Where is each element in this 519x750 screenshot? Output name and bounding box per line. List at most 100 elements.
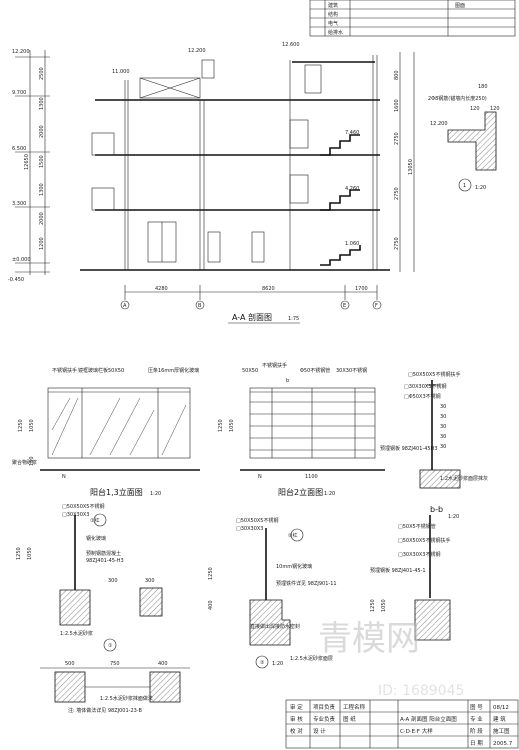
bbu-dim-5: 30 bbox=[440, 444, 446, 450]
tb-r2-c4: A-A 剖面图 阳台立面图 bbox=[400, 715, 457, 723]
detail1-scale: 1:20 bbox=[475, 185, 486, 191]
ring2-label-1: □50X50X5不锈钢 bbox=[236, 517, 278, 524]
ring1-label-1: □50X50X5不锈钢 bbox=[62, 503, 104, 510]
ring1-dim-1: 1250 bbox=[16, 547, 22, 560]
tb-r4-c5: 日 期 bbox=[470, 740, 483, 747]
header-row-3: 电气 bbox=[328, 20, 338, 27]
balc2-label-1: 50X50 bbox=[242, 368, 258, 374]
left-dim-4: 1500 bbox=[39, 155, 45, 168]
left-dim-3: 2000 bbox=[39, 125, 45, 138]
balc13-side-note: 聚合物砂浆 bbox=[12, 459, 37, 466]
section-aa-title: A-A 剖面图 bbox=[232, 312, 272, 322]
ring2-note-2: 预埋铁件详见 98ZJ901-11 bbox=[276, 580, 337, 587]
ring2-scale: 1:20 bbox=[272, 661, 283, 667]
elev-left-4: 3.300 bbox=[12, 201, 26, 207]
balc2-label-3: Φ50不锈钢管 bbox=[300, 367, 330, 374]
section-aa-drawing: 12.200 9.700 6.500 3.300 ±0.000 -0.450 1… bbox=[8, 42, 415, 324]
title-block: 审 定 项目负责 工程名称 图 号 08/12 审 核 专业负责 图 纸 A-A… bbox=[285, 699, 519, 749]
left-dim-7: 1200 bbox=[39, 237, 45, 250]
bb-dim-1: 1250 bbox=[370, 599, 376, 612]
tb-r2-c3: 图 纸 bbox=[343, 715, 356, 723]
bb-dim-2: 1050 bbox=[381, 599, 387, 612]
plan-note-2: 注: 墙体做法详见 98ZJ001-23-B bbox=[68, 707, 142, 714]
detail1-dim-1: 180 bbox=[478, 84, 488, 90]
ring2-note-1: 10mm钢化玻璃 bbox=[276, 563, 312, 570]
tb-r4-c6: 2005.7 bbox=[493, 741, 513, 747]
plan-note-1: 1:2.5水泥砂浆抹面做法 bbox=[100, 695, 153, 702]
ring2-dim-4: 400 bbox=[208, 600, 214, 610]
ring2-dim-1: 1250 bbox=[208, 567, 214, 580]
plan-dim-1: 500 bbox=[65, 661, 75, 667]
bb-title: b-b bbox=[430, 505, 443, 514]
ring1-mark: ①红 bbox=[90, 517, 99, 524]
balc13-label-3: 50X50 bbox=[108, 368, 124, 374]
balc13-dim-3: 150 bbox=[29, 456, 35, 466]
ring1-note-2: 预制钢筋混凝土 bbox=[86, 550, 121, 557]
ring2-bottom-note: 1:2.5水泥砂浆面层 bbox=[290, 655, 333, 662]
left-total-dim: 12650 bbox=[24, 154, 30, 170]
plan-dim-3: 400 bbox=[158, 661, 168, 667]
stair-elev-3: 1.060 bbox=[345, 241, 359, 247]
bbu-note: 预埋钢板 98ZJ401-45H3 bbox=[380, 445, 438, 452]
tb-r1-c6: 08/12 bbox=[493, 705, 509, 711]
balc2-label-4: 30X30不锈钢 bbox=[336, 367, 367, 374]
bbu-dim-1: 30 bbox=[440, 404, 446, 410]
tb-r1-c5: 图 号 bbox=[470, 703, 483, 711]
balc2-section: b bbox=[286, 378, 289, 384]
balc2-title: 阳台2立面图 bbox=[278, 487, 323, 497]
right-dim-1: 800 bbox=[394, 70, 400, 80]
balcony-13-elevation: 不锈钢扶手 镜框玻璃栏板 50X50 压条16mm厚钢化玻璃 1250 1050… bbox=[12, 367, 200, 497]
plan-dim-2: 750 bbox=[110, 661, 120, 667]
detail-ring-2: ②红 □50X50X5不锈钢 □30X30X3 1250 400 10mm钢化玻… bbox=[208, 517, 337, 669]
stair-elev-2: 4.260 bbox=[345, 186, 359, 192]
balc2-label-2: 不锈钢扶手 bbox=[262, 362, 287, 369]
balc2-scale: 1:20 bbox=[324, 491, 335, 497]
elev-left-2: 9.700 bbox=[12, 90, 26, 96]
right-dim-2: 1600 bbox=[394, 99, 400, 112]
bbu-label-1: □50X50X5不锈钢扶手 bbox=[408, 371, 460, 378]
bb-label-3: □30X30X3不锈钢 bbox=[398, 551, 440, 558]
detail-bb-upper: □50X50X5不锈钢扶手 □30X30X3不锈钢 □Φ50X3不锈钢 30 3… bbox=[380, 371, 488, 489]
watermark: 青模网 ID: 1689045 bbox=[318, 619, 464, 699]
ring1-bottom-note: 1:2.5水泥砂浆 bbox=[60, 630, 93, 637]
right-dim-5: 2750 bbox=[394, 187, 400, 200]
elev-left-1: 12.200 bbox=[12, 49, 30, 55]
bbu-bottom-note: 1:2水泥砂浆面层抹灰 bbox=[440, 475, 488, 482]
bb-note: 预埋钢板 98ZJ401-45-1 bbox=[370, 567, 426, 574]
tb-r1-c1: 审 定 bbox=[290, 703, 303, 711]
tb-r2-c5: 专 业 bbox=[470, 715, 483, 723]
tb-r3-c4: C·D·E·F 大样 bbox=[400, 727, 433, 735]
balc2-dim-2: 1050 bbox=[229, 419, 235, 432]
tb-r2-c6: 建 筑 bbox=[493, 715, 506, 723]
bbu-label-2: □30X30X3不锈钢 bbox=[404, 383, 446, 390]
balc13-dim-1: 1250 bbox=[18, 419, 24, 432]
detail-ring-1: ①红 □50X50X5不锈钢 □30X30X3 1250 1050 钢化玻璃 预… bbox=[16, 503, 163, 652]
header-table: 建筑 结构 电气 给排水 图面 bbox=[309, 0, 516, 37]
header-row-2: 结构 bbox=[328, 11, 338, 18]
bottom-dim-1: 4280 bbox=[155, 286, 168, 292]
stair-elev-1: 7.460 bbox=[345, 130, 359, 136]
axis-a: A bbox=[123, 303, 127, 309]
balc13-label-2: 镜框玻璃栏板 bbox=[78, 367, 108, 374]
balc2-bottom-dim: 1100 bbox=[305, 474, 318, 480]
tb-r2-c2: 专业负责 bbox=[313, 715, 336, 723]
top-elev-2: 12.600 bbox=[282, 42, 300, 48]
balc13-label-1: 不锈钢扶手 bbox=[52, 367, 77, 374]
elev-left-5: ±0.000 bbox=[12, 257, 31, 263]
right-dim-7: 2750 bbox=[394, 237, 400, 250]
balc2-dim-1: 1250 bbox=[218, 419, 224, 432]
ring1-note-1: 钢化玻璃 bbox=[86, 535, 106, 542]
ring2-label-2: □30X30X3 bbox=[236, 526, 263, 532]
ring1-circle: ① bbox=[108, 643, 113, 649]
plan-detail: 500 750 400 1:2.5水泥砂浆抹面做法 注: 墙体做法详见 98ZJ… bbox=[40, 661, 190, 714]
bb-label-2: □50X50X5不锈钢扶手 bbox=[398, 537, 450, 544]
balc13-label-4: 压条16mm厚钢化玻璃 bbox=[148, 367, 199, 374]
bbu-dim-4: 30 bbox=[440, 434, 446, 440]
left-dim-5: 1300 bbox=[39, 183, 45, 196]
axis-b: B bbox=[198, 303, 202, 309]
top-elev-3: 11.000 bbox=[112, 69, 130, 75]
balc13-dim-2: 1050 bbox=[29, 419, 35, 432]
tb-r1-c2: 项目负责 bbox=[313, 703, 336, 711]
tb-r3-c5: 阶 段 bbox=[470, 727, 483, 735]
